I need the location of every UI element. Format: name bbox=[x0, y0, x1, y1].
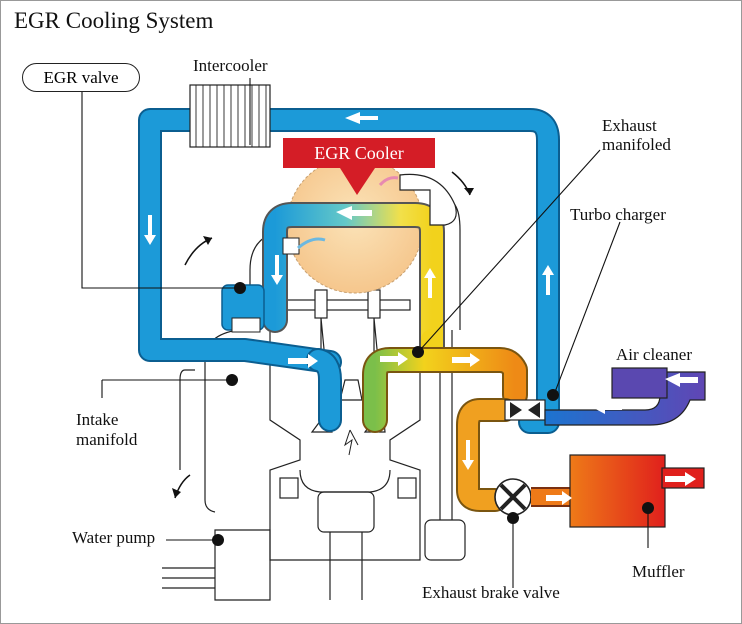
air-cleaner-label: Air cleaner bbox=[616, 345, 692, 364]
muffler-body bbox=[569, 454, 666, 528]
leader-lines bbox=[81, 78, 649, 588]
intercooler bbox=[189, 84, 271, 148]
water-pump-label: Water pump bbox=[72, 528, 156, 547]
egr-cooler-label: EGR Cooler bbox=[283, 138, 435, 168]
intercooler-fins bbox=[195, 85, 267, 147]
muffler-label: Muffler bbox=[632, 562, 685, 581]
intake-manifold-label-line2: manifold bbox=[76, 430, 138, 449]
egr-cooler-pointer bbox=[340, 168, 375, 195]
flow-arrows bbox=[144, 112, 698, 505]
air-cleaner bbox=[544, 367, 706, 426]
exhaust-manifold-label-line1: Exhaust bbox=[602, 116, 657, 135]
intake-manifold-label-line1: Intake bbox=[76, 410, 119, 429]
exhaust-manifold-pipe bbox=[362, 347, 528, 512]
turbo-charger-label: Turbo charger bbox=[570, 205, 666, 224]
egr-valve-label: EGR valve bbox=[22, 63, 140, 92]
valves bbox=[279, 289, 417, 499]
intercooler-label: Intercooler bbox=[193, 56, 268, 75]
exhaust-manifold-label-line2: manifoled bbox=[602, 135, 671, 154]
exhaust-brake-valve-label: Exhaust brake valve bbox=[422, 583, 560, 602]
leader-dots bbox=[212, 282, 654, 546]
diagram-title: EGR Cooling System bbox=[14, 8, 214, 33]
turbo-housing bbox=[399, 173, 457, 226]
